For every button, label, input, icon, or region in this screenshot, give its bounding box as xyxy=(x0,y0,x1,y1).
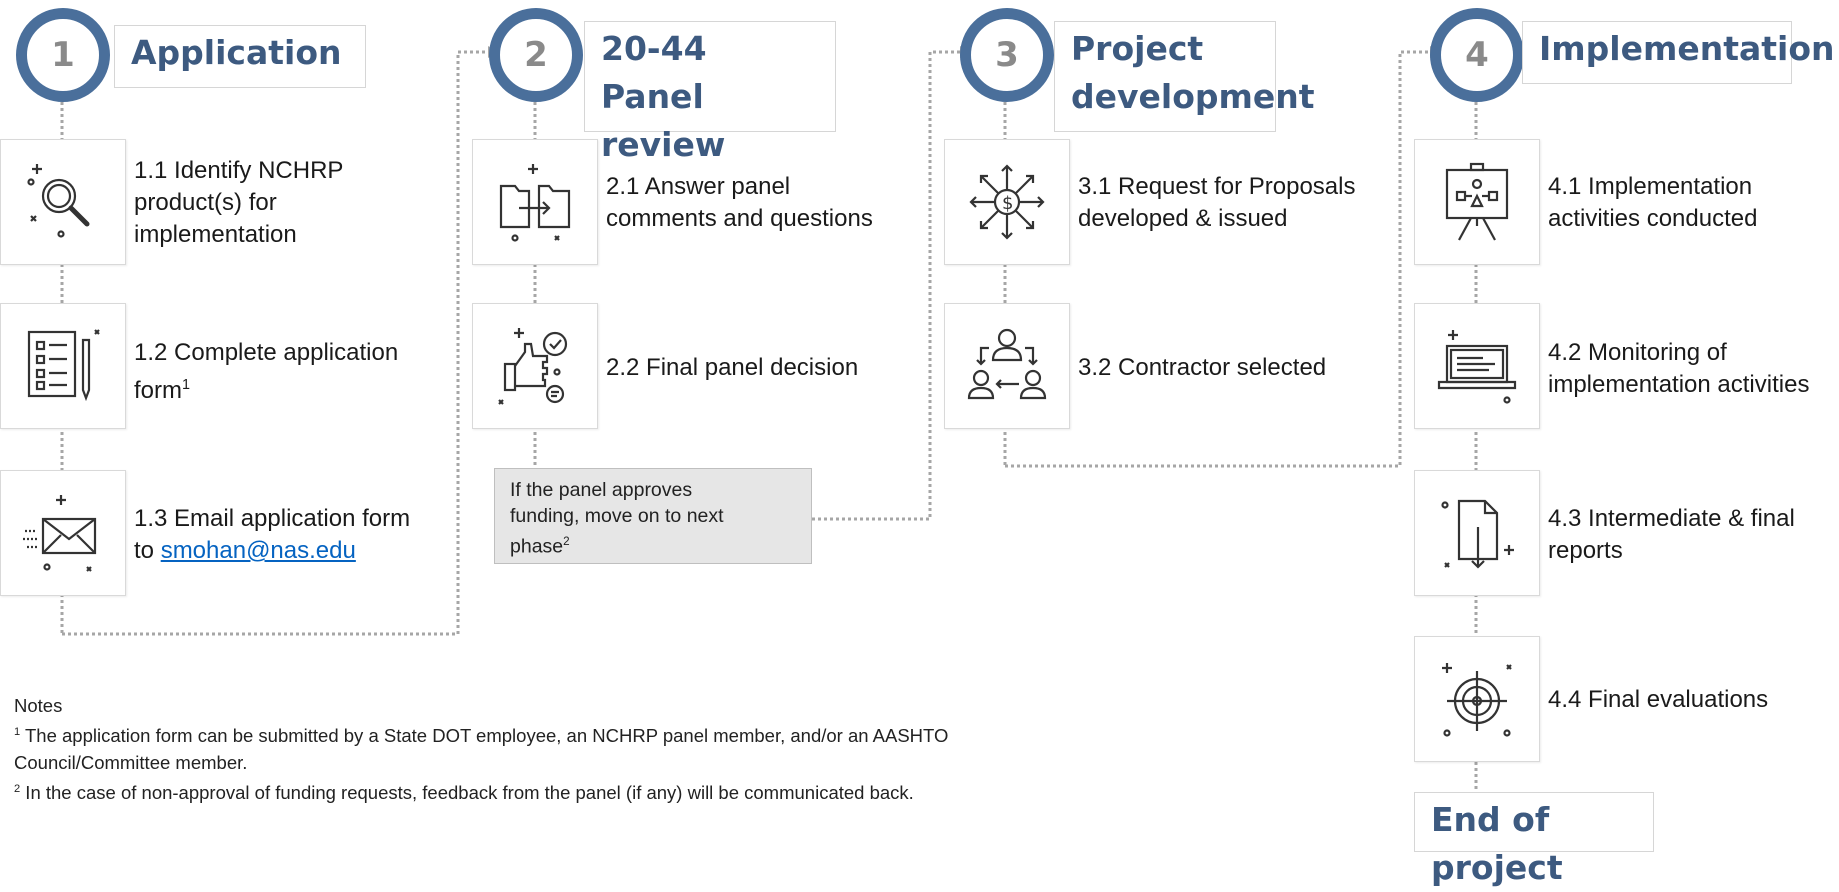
phase-4-title: Implementation xyxy=(1522,21,1835,84)
phase-2-title: 20-44 Panel review xyxy=(584,21,836,164)
document-download-icon xyxy=(1441,499,1514,569)
step-4-3-text: 4.3 Intermediate & final reports xyxy=(1548,505,1795,564)
form-icon xyxy=(27,329,100,402)
step-4-4-icon-box xyxy=(1414,636,1540,762)
phase-3-title: Project development xyxy=(1054,21,1315,132)
exchange-icon xyxy=(499,164,571,242)
svg-text:$: $ xyxy=(1002,193,1013,214)
notes-heading: Notes xyxy=(14,695,63,716)
approval-note: If the panel approves funding, move on t… xyxy=(494,468,812,564)
step-1-1-text: 1.1 Identify NCHRP product(s) for implem… xyxy=(134,157,344,248)
step-3-1-icon-box: $ xyxy=(944,139,1070,265)
phase-1-number: 1 xyxy=(51,35,75,75)
footnote-2-marker: 2 xyxy=(563,535,570,548)
target-icon xyxy=(1442,663,1512,737)
step-2-2-text: 2.2 Final panel decision xyxy=(606,354,859,381)
magnifier-icon xyxy=(27,164,90,238)
step-2-1-icon-box xyxy=(472,139,598,265)
dollar-network-icon: $ xyxy=(969,164,1045,240)
thumbs-up-icon xyxy=(498,328,568,405)
step-3-2-text: 3.2 Contractor selected xyxy=(1078,354,1327,381)
footnote-1-marker: 1 xyxy=(182,377,191,393)
step-4-2-icon-box xyxy=(1414,303,1540,429)
footnote-1: 1 The application form can be submitted … xyxy=(14,725,949,774)
phase-4-number: 4 xyxy=(1465,35,1489,75)
step-1-2-icon-box xyxy=(0,303,126,429)
step-4-1-icon-box xyxy=(1414,139,1540,265)
step-2-2-icon-box xyxy=(472,303,598,429)
step-3-2-icon-box xyxy=(944,303,1070,429)
step-1-3-text: 1.3 Email application form to smohan@nas… xyxy=(134,505,411,564)
footnotes: Notes 1 The application form can be subm… xyxy=(14,692,1094,806)
step-1-1-icon-box xyxy=(0,139,126,265)
step-4-2-text: 4.2 Monitoring of implementation activit… xyxy=(1548,339,1810,398)
phase-1-number-circle: 1 xyxy=(16,8,110,102)
phase-3-number: 3 xyxy=(995,35,1019,75)
envelope-icon xyxy=(23,495,97,572)
step-4-1-text: 4.1 Implementation activities conducted xyxy=(1548,173,1758,232)
presentation-board-icon xyxy=(1445,162,1509,241)
people-cycle-icon xyxy=(967,328,1047,400)
step-3-1-text: 3.1 Request for Proposals developed & is… xyxy=(1078,173,1356,232)
step-1-2-text: 1.2 Complete application form1 xyxy=(134,339,399,404)
phase-4-number-circle: 4 xyxy=(1430,8,1524,102)
step-4-4-text: 4.4 Final evaluations xyxy=(1548,686,1769,713)
end-of-project-label: End of project xyxy=(1414,792,1654,887)
step-1-3-icon-box xyxy=(0,470,126,596)
phase-2-number: 2 xyxy=(524,35,548,75)
phase-3-number-circle: 3 xyxy=(960,8,1054,102)
step-2-1-text: 2.1 Answer panel comments and questions xyxy=(606,173,873,232)
step-4-3-icon-box xyxy=(1414,470,1540,596)
footnote-2: 2 In the case of non-approval of funding… xyxy=(14,782,914,804)
email-link[interactable]: smohan@nas.edu xyxy=(160,537,356,564)
phase-2-number-circle: 2 xyxy=(489,8,583,102)
laptop-icon xyxy=(1437,330,1517,404)
phase-1-title: Application xyxy=(114,25,366,88)
